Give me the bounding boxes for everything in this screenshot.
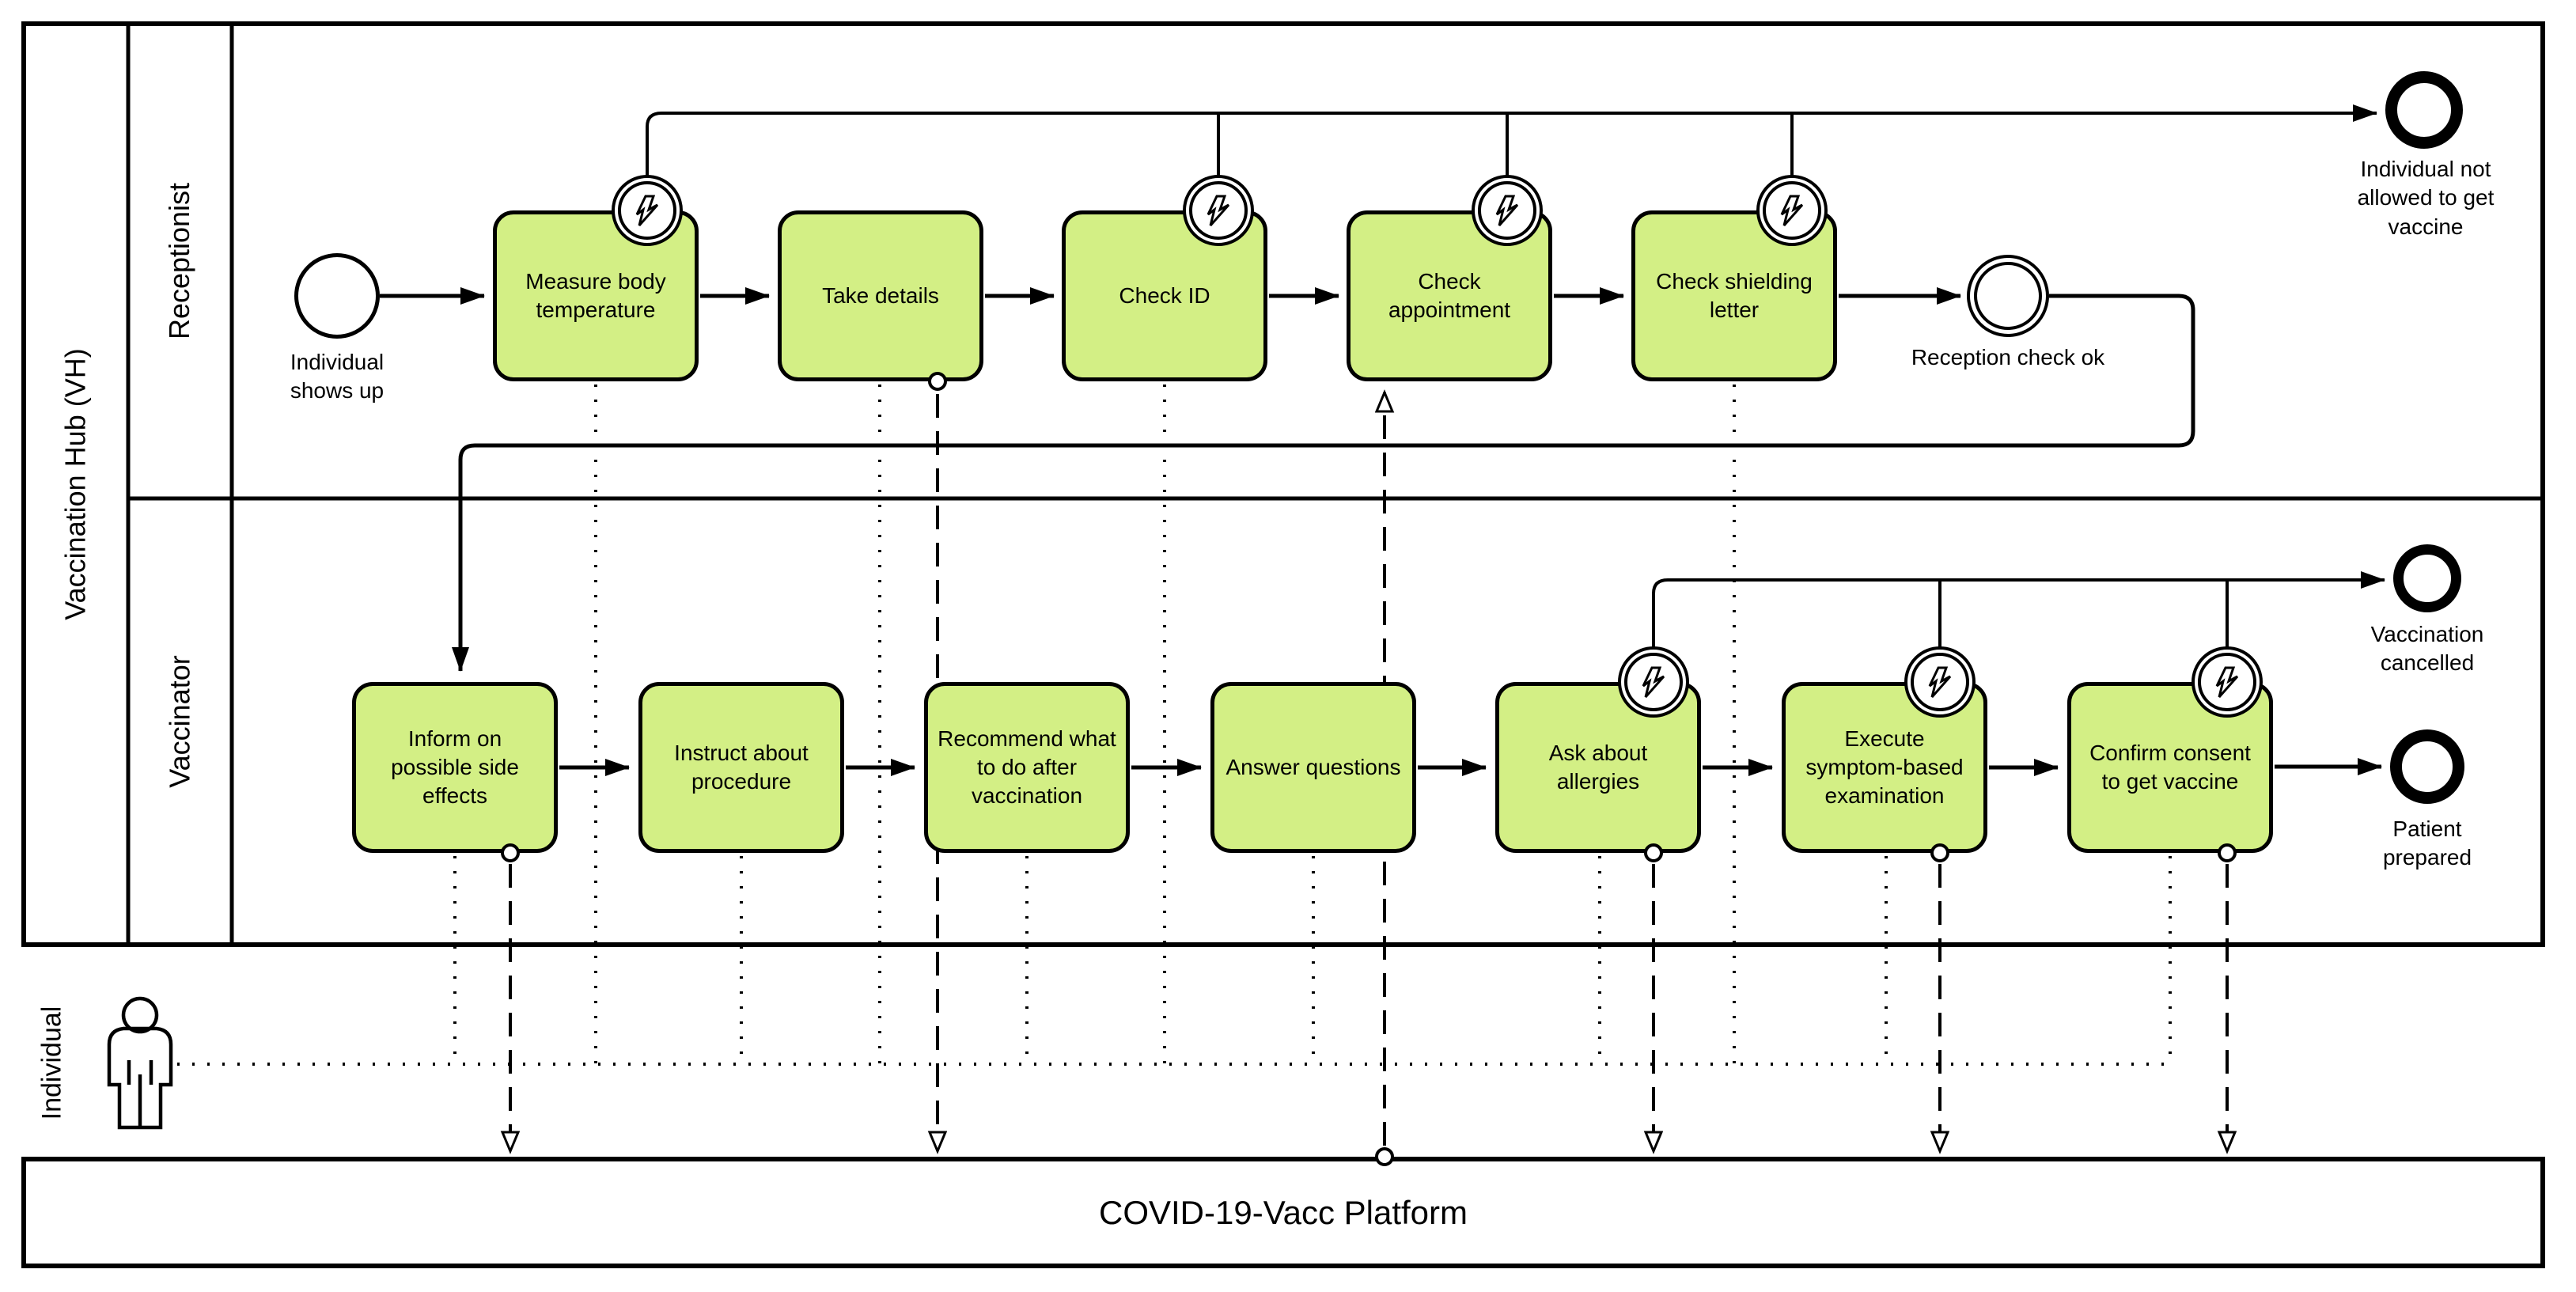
task-label: Instruct about procedure [674,741,809,794]
end-event-not-allowed [2385,71,2463,149]
main-pool-label-band: Vaccination Hub (VH) [24,24,128,945]
task-label: Answer questions [1225,755,1401,780]
lane-vaccinator-label: Vaccinator [163,655,196,788]
error-lightning-icon [1624,653,1683,711]
flow-boundaries-to-cancelled [1652,571,2385,649]
platform-pool: COVID-19-Vacc Platform [24,1159,2543,1266]
end-cancelled-label: Vaccination cancelled [2370,622,2484,676]
main-pool-label: Vaccination Hub (VH) [59,348,93,620]
boundary-error-event-shielding [1756,175,1828,246]
error-lightning-icon [618,181,676,240]
lane-receptionist-label: Receptionist [163,182,196,340]
person-icon [107,996,173,1130]
boundary-error-event-checkid [1183,175,1254,246]
actor-label: Individual [36,1006,67,1120]
error-lightning-icon [1478,181,1536,240]
platform-pool-label: COVID-19-Vacc Platform [1099,1193,1468,1231]
task-label: Inform on possible side effects [391,726,519,808]
task-label: Confirm consent to get vaccine [2089,741,2251,794]
end-prepared-label: Patient prepared [2382,816,2472,870]
lane-vaccinator-label-band: Vaccinator [128,498,232,945]
task-label: Measure body temperature [525,269,666,322]
intermediate-event-inner-circle [1974,262,2042,330]
task-label: Ask about allergies [1548,741,1648,794]
task-answer-questions: Answer questions [1210,682,1416,853]
pool-frames [21,21,2545,1268]
reception-ok-label: Reception check ok [1911,345,2105,369]
task-instruct-procedure: Instruct about procedure [638,682,844,853]
task-label: Recommend what to do after vaccination [938,726,1116,808]
boundary-error-event-measure [612,175,683,246]
task-label: Check ID [1119,283,1210,309]
boundary-error-event-confirm-consent [2191,646,2263,718]
error-lightning-icon [1763,181,1821,240]
task-recommend-after-vaccination: Recommend what to do after vaccination [924,682,1130,853]
actor-label-band: Individual [28,987,76,1138]
boundary-error-event-appointment [1472,175,1543,246]
task-label: Check appointment [1388,269,1511,322]
boundary-error-event-ask-allergies [1618,646,1689,718]
task-take-details: Take details [778,210,983,381]
task-label: Take details [822,283,939,309]
boundary-error-event-execute-exam [1904,646,1976,718]
error-lightning-icon [1911,653,1969,711]
lane-receptionist-label-band: Receptionist [128,24,232,498]
start-event-label: Individual shows up [290,350,385,404]
intermediate-event-reception-check-ok [1967,255,2049,337]
start-event-individual-shows-up [294,253,380,339]
error-lightning-icon [1189,181,1248,240]
flow-boundaries-to-notallowed [646,104,2377,177]
task-label: Execute symptom-based examination [1805,726,1964,808]
task-label: Check shielding letter [1656,269,1813,322]
end-event-vaccination-cancelled [2393,544,2461,612]
task-inform-side-effects: Inform on possible side effects [352,682,558,853]
end-event-patient-prepared [2390,729,2464,804]
error-lightning-icon [2198,653,2256,711]
end-not-allowed-label: Individual not allowed to get vaccine [2357,157,2495,239]
